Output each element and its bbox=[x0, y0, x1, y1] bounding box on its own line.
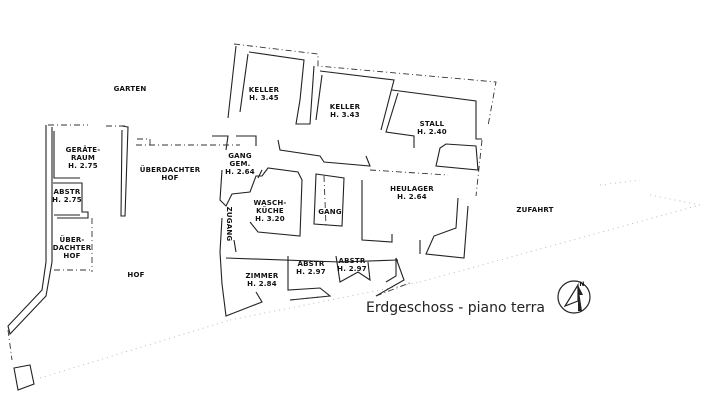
room-label-heulager: HEULAGER H. 2.64 bbox=[390, 185, 434, 201]
north-label: N bbox=[579, 281, 585, 288]
room-label-keller-2: KELLER H. 3.43 bbox=[329, 103, 361, 119]
geraeteraum-walls bbox=[45, 124, 129, 262]
room-label-zufahrt: ZUFAHRT bbox=[516, 206, 554, 214]
room-label-zugang: ZUGANG bbox=[225, 206, 233, 242]
room-label-gang-gem: GANG GEM. H. 2.64 bbox=[225, 152, 255, 176]
room-label-zimmer: ZIMMER H. 2.84 bbox=[245, 272, 279, 288]
room-label-ueberdachter-hof-left: ÜBER- DACHTER HOF bbox=[52, 236, 92, 260]
plan-title: Erdgeschoss - piano terra bbox=[366, 300, 545, 316]
room-label-waschkueche: WASCH- KÜCHE H. 3.20 bbox=[253, 199, 287, 223]
room-label-hof: HOF bbox=[127, 271, 145, 279]
room-label-geraeteraum: GERÄTE- RAUM H. 2.75 bbox=[65, 146, 101, 170]
room-label-keller-1: KELLER H. 3.45 bbox=[248, 86, 280, 102]
room-label-abstr-left: ABSTR H. 2.75 bbox=[52, 188, 82, 204]
north-arrow-icon bbox=[557, 280, 591, 314]
room-label-stall: STALL H. 2.40 bbox=[417, 120, 447, 136]
room-label-gang: GANG bbox=[318, 208, 342, 216]
hof-boundary bbox=[7, 179, 701, 391]
ueberdachter-hof-outline bbox=[136, 138, 210, 148]
room-label-ueberdachter-hof-top: ÜBERDACHTER HOF bbox=[139, 166, 201, 182]
room-label-abstr-mid: ABSTR H. 2.97 bbox=[296, 260, 326, 276]
room-label-abstr-right: ABSTR H. 2.97 bbox=[337, 257, 367, 273]
room-label-garten: GARTEN bbox=[113, 85, 147, 93]
main-building-walls bbox=[210, 43, 497, 317]
